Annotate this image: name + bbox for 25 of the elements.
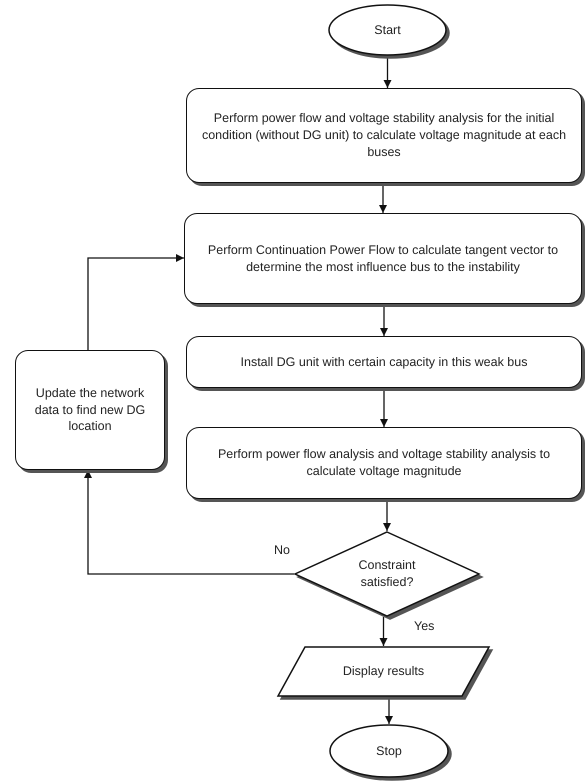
process-box [186, 427, 582, 499]
step-text: Install DG unit with certain capacity in this weak bus [240, 354, 528, 370]
arrow [379, 183, 387, 213]
step-text: Update the network data to find new DG location [34, 384, 146, 436]
process-box [184, 213, 582, 304]
arrow [384, 56, 392, 88]
step-text: Perform Continuation Power Flow to calculate tangent vector to determine the most influence bus to the instability [206, 242, 560, 276]
process-box [186, 336, 582, 388]
step-text: Stop [376, 742, 402, 760]
process-box [186, 88, 582, 183]
arrow [383, 499, 391, 531]
step-text: Perform power flow and voltage stability analysis for the initial condition (without DG unit) to calculate voltage magnitude at each buses [201, 110, 567, 161]
arrow [385, 697, 393, 724]
edge-label: Yes [412, 619, 436, 633]
arrow [380, 617, 388, 646]
arrow [87, 254, 184, 350]
edge-label: No [272, 543, 292, 557]
process-box [15, 350, 165, 470]
arrow [380, 388, 388, 427]
step-text: Display results [342, 663, 424, 680]
step-text: Perform power flow analysis and voltage stability analysis to calculate voltage magnitude [216, 446, 552, 480]
step-text: Constraint satisfied? [358, 557, 416, 591]
arrow [380, 304, 388, 336]
step-text: Start [374, 22, 401, 38]
arrow [84, 470, 294, 575]
